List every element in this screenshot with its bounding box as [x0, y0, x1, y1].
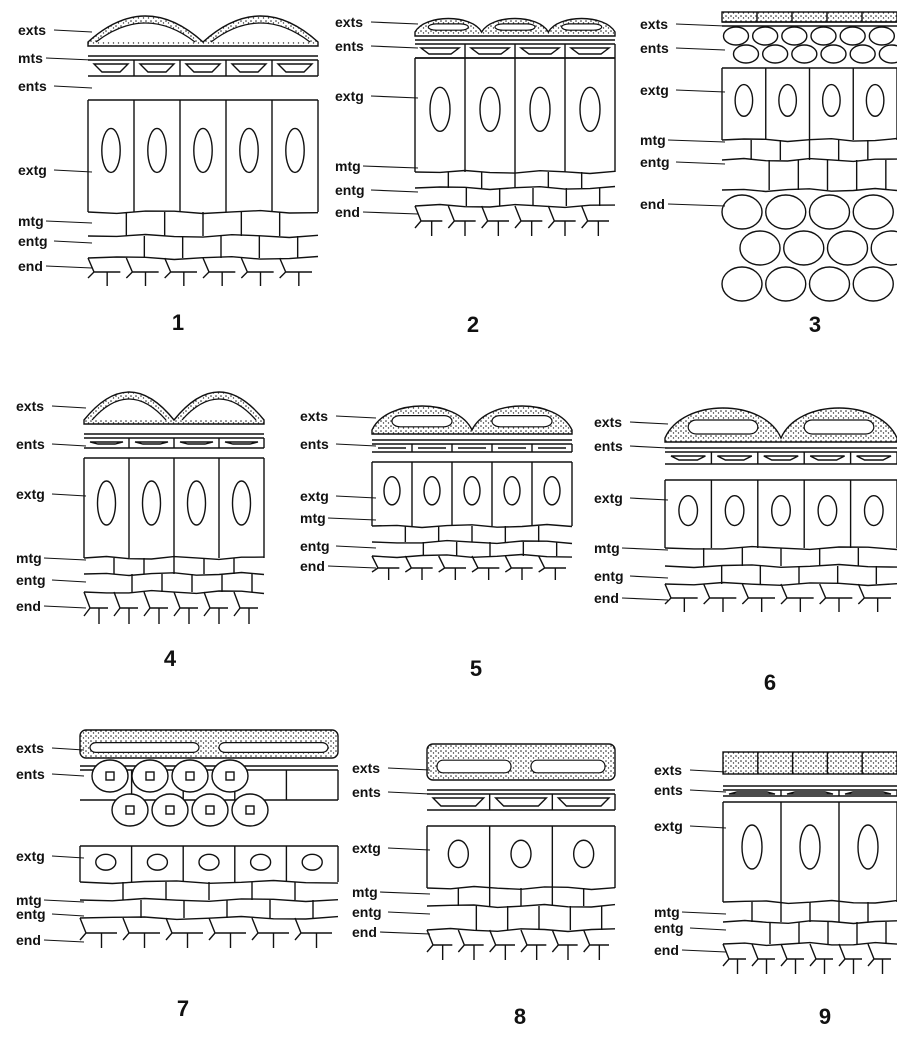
- layer-label-entg: entg: [16, 906, 46, 922]
- layer-label-end: end: [654, 942, 679, 958]
- layer-label-mtg: mtg: [18, 213, 44, 229]
- layer-label-entg: entg: [594, 568, 624, 584]
- layer-label-extg: extg: [594, 490, 623, 506]
- layer-label-entg: entg: [300, 538, 330, 554]
- layer-label-mts: mts: [18, 50, 43, 66]
- layer-label-end: end: [594, 590, 619, 606]
- exotesta-layer: [415, 19, 615, 37]
- layer-label-ents: ents: [335, 38, 364, 54]
- layer-label-end: end: [352, 924, 377, 940]
- layer-label-extg: extg: [654, 818, 683, 834]
- layer-label-extg: extg: [352, 840, 381, 856]
- layer-label-mtg: mtg: [335, 158, 361, 174]
- layer-label-end: end: [335, 204, 360, 220]
- layer-label-mtg: mtg: [640, 132, 666, 148]
- layer-label-mtg: mtg: [654, 904, 680, 920]
- layer-label-ents: ents: [640, 40, 669, 56]
- layer-label-exts: exts: [335, 14, 363, 30]
- layer-label-exts: exts: [594, 414, 622, 430]
- layer-label-mtg: mtg: [352, 884, 378, 900]
- layer-label-end: end: [18, 258, 43, 274]
- panel-number: 2: [467, 312, 479, 337]
- layer-label-end: end: [16, 598, 41, 614]
- layer-label-entg: entg: [18, 233, 48, 249]
- layer-label-exts: exts: [16, 398, 44, 414]
- layer-label-extg: extg: [18, 162, 47, 178]
- layer-label-end: end: [300, 558, 325, 574]
- exotesta-layer: [723, 752, 897, 774]
- layer-label-entg: entg: [640, 154, 670, 170]
- layer-label-extg: extg: [300, 488, 329, 504]
- layer-label-exts: exts: [640, 16, 668, 32]
- panel-number: 1: [172, 310, 184, 335]
- layer-label-exts: exts: [18, 22, 46, 38]
- layer-label-end: end: [640, 196, 665, 212]
- panel-number: 5: [470, 656, 482, 681]
- layer-label-mtg: mtg: [594, 540, 620, 556]
- panel-number: 9: [819, 1004, 831, 1029]
- layer-label-entg: entg: [335, 182, 365, 198]
- panel-number: 8: [514, 1004, 526, 1029]
- layer-label-mtg: mtg: [16, 550, 42, 566]
- layer-label-extg: extg: [335, 88, 364, 104]
- layer-label-ents: ents: [352, 784, 381, 800]
- layer-label-mtg: mtg: [300, 510, 326, 526]
- panel-number: 4: [164, 646, 177, 671]
- layer-label-exts: exts: [16, 740, 44, 756]
- layer-label-ents: ents: [18, 78, 47, 94]
- exotesta-layer: [80, 730, 338, 758]
- layer-label-ents: ents: [16, 436, 45, 452]
- panel-number: 7: [177, 996, 189, 1021]
- layer-label-entg: entg: [16, 572, 46, 588]
- layer-label-entg: entg: [654, 920, 684, 936]
- panel-number: 3: [809, 312, 821, 337]
- layer-label-exts: exts: [352, 760, 380, 776]
- exotesta-layer: [722, 12, 897, 22]
- panel-number: 6: [764, 670, 776, 695]
- layer-label-entg: entg: [352, 904, 382, 920]
- layer-label-extg: extg: [16, 848, 45, 864]
- layer-label-ents: ents: [300, 436, 329, 452]
- layer-label-ents: ents: [16, 766, 45, 782]
- layer-label-extg: extg: [640, 82, 669, 98]
- layer-label-ents: ents: [654, 782, 683, 798]
- layer-label-extg: extg: [16, 486, 45, 502]
- layer-label-exts: exts: [654, 762, 682, 778]
- layer-label-ents: ents: [594, 438, 623, 454]
- layer-label-exts: exts: [300, 408, 328, 424]
- layer-label-end: end: [16, 932, 41, 948]
- exotesta-layer: [427, 744, 615, 780]
